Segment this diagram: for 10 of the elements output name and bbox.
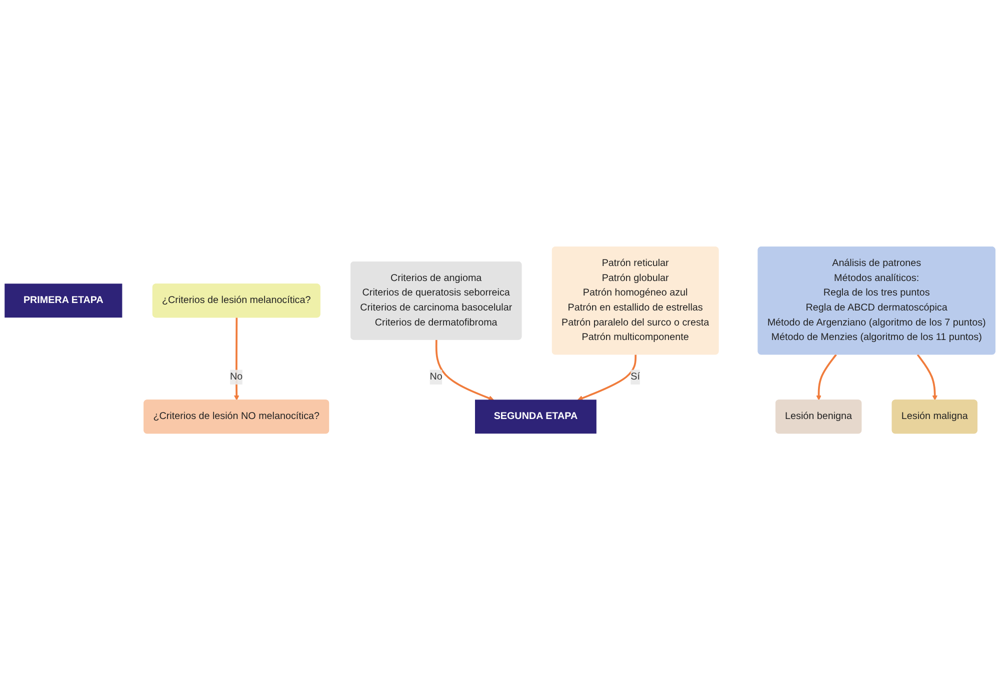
- arrow: [916, 354, 938, 400]
- edge-label: No: [230, 371, 243, 382]
- arrow: [435, 340, 494, 401]
- edge-label: Sí: [630, 371, 640, 382]
- edge-label: No: [430, 371, 442, 382]
- node-box: PRIMERA ETAPA: [4, 284, 122, 318]
- arrow: [234, 317, 240, 400]
- node-box: SEGUNDA ETAPA: [475, 400, 596, 434]
- arrow: [577, 354, 637, 401]
- arrow: [816, 354, 837, 400]
